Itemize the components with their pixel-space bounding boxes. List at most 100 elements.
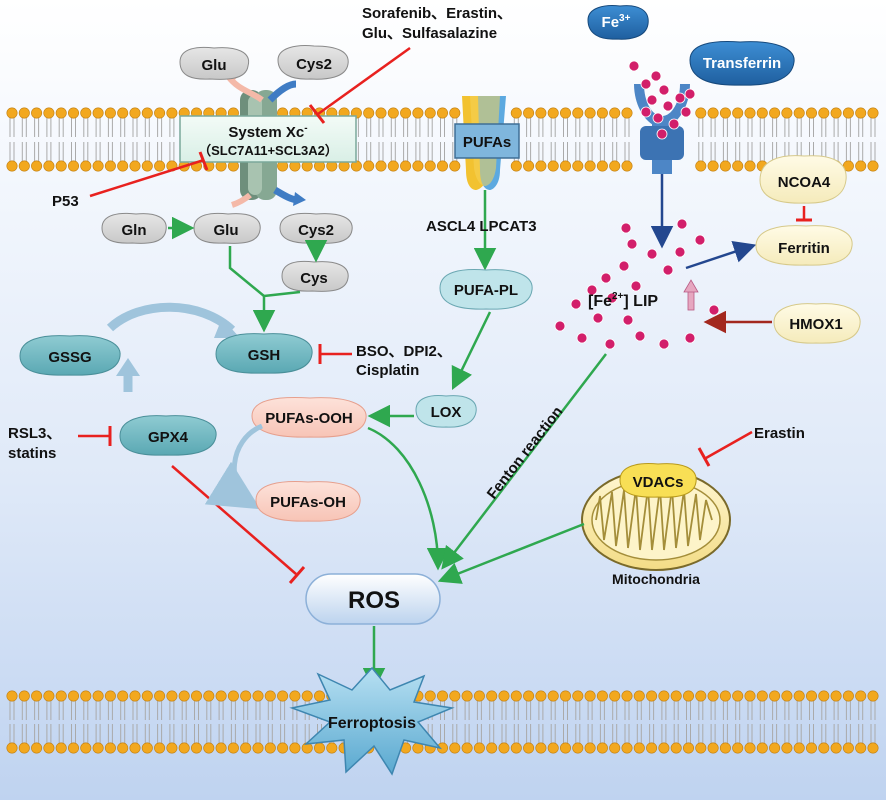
ferroptosis-label: Ferroptosis bbox=[328, 715, 416, 732]
lipid-head bbox=[412, 160, 424, 172]
lipid-head bbox=[523, 742, 535, 754]
pufas-box bbox=[454, 123, 520, 159]
lipid-head bbox=[227, 742, 239, 754]
lipid-head bbox=[449, 742, 461, 754]
lipid-head bbox=[264, 742, 276, 754]
lipid-head bbox=[707, 107, 719, 119]
lipid-head bbox=[18, 690, 30, 702]
lipid-head bbox=[277, 742, 289, 754]
lipid-head bbox=[80, 742, 92, 754]
lipid-head bbox=[252, 742, 264, 754]
ncoa4-node bbox=[759, 155, 847, 204]
lipid-head bbox=[793, 742, 805, 754]
lipid-head bbox=[104, 107, 116, 119]
lipid-head bbox=[855, 690, 867, 702]
iron-particle bbox=[600, 272, 612, 284]
lipid-head bbox=[719, 690, 731, 702]
lipid-head bbox=[732, 160, 744, 172]
lipid-head bbox=[363, 107, 375, 119]
system-xc-box bbox=[179, 115, 357, 163]
lipid-head bbox=[842, 107, 854, 119]
lipid-head bbox=[621, 160, 633, 172]
lipid-head bbox=[80, 160, 92, 172]
fenton-label: Fenton reaction bbox=[484, 403, 567, 502]
lipid-head bbox=[584, 742, 596, 754]
lipid-head bbox=[55, 160, 67, 172]
cys2-in-label: Cys2 bbox=[298, 222, 334, 239]
lipid-head bbox=[769, 107, 781, 119]
lipid-head bbox=[646, 690, 658, 702]
lipid-head bbox=[92, 742, 104, 754]
cys-node bbox=[281, 260, 349, 292]
iron-particle bbox=[656, 128, 668, 140]
gpx4-ros-inhibition-bar bbox=[288, 566, 306, 584]
lipid-head bbox=[6, 690, 18, 702]
lipid-head bbox=[117, 107, 129, 119]
iron-particle bbox=[652, 112, 664, 124]
lipid-head bbox=[129, 742, 141, 754]
lipid-head bbox=[547, 160, 559, 172]
lipid-head bbox=[781, 107, 793, 119]
p53-inhibition-line bbox=[89, 158, 205, 198]
lipid-head bbox=[695, 690, 707, 702]
lipid-head bbox=[609, 107, 621, 119]
lip-increase-arrow bbox=[683, 279, 699, 311]
lipid-head bbox=[43, 742, 55, 754]
iron-particle bbox=[592, 312, 604, 324]
lipid-head bbox=[719, 742, 731, 754]
fe3-label: Fe3+ bbox=[602, 13, 631, 31]
lipid-head bbox=[68, 107, 80, 119]
lipid-head bbox=[141, 690, 153, 702]
lipid-head bbox=[535, 742, 547, 754]
ferritin-label: Ferritin bbox=[778, 240, 830, 257]
lipid-head bbox=[449, 690, 461, 702]
lipid-head bbox=[461, 742, 473, 754]
lipid-head bbox=[43, 160, 55, 172]
lipid-head bbox=[805, 742, 817, 754]
lipid-head bbox=[215, 690, 227, 702]
lipid-head bbox=[510, 742, 522, 754]
iron-particle bbox=[668, 118, 680, 130]
lipid-head bbox=[436, 690, 448, 702]
lipid-head bbox=[572, 742, 584, 754]
lipid-head bbox=[92, 690, 104, 702]
lipid-head bbox=[154, 742, 166, 754]
lipid-head bbox=[818, 107, 830, 119]
lipid-head bbox=[473, 690, 485, 702]
cys2-in-arrowhead bbox=[293, 192, 306, 206]
lipid-head bbox=[375, 160, 387, 172]
iron-particle bbox=[586, 284, 598, 296]
lipid-head bbox=[609, 742, 621, 754]
lipid-head bbox=[682, 742, 694, 754]
lipid-head bbox=[55, 742, 67, 754]
lipid-head bbox=[141, 107, 153, 119]
lipid-head bbox=[830, 742, 842, 754]
iron-cluster bbox=[628, 60, 696, 140]
pufas-oh-label: PUFAs-OH bbox=[270, 494, 346, 511]
iron-particle bbox=[694, 234, 706, 246]
lipid-head bbox=[830, 107, 842, 119]
lipid-head bbox=[387, 160, 399, 172]
cys2-in-node bbox=[279, 212, 353, 244]
hmox1-label: HMOX1 bbox=[789, 316, 842, 333]
pufas-channel-label: PUFAs bbox=[463, 134, 511, 151]
lipid-head bbox=[793, 107, 805, 119]
lipid-head bbox=[498, 742, 510, 754]
lipid-head bbox=[596, 742, 608, 754]
erastin-inhibition-bar bbox=[697, 447, 711, 467]
lipid-head bbox=[129, 690, 141, 702]
xc-inhibitors-line2: Glu、Sulfasalazine bbox=[362, 25, 497, 42]
pufasooh-to-pufasoh-arrow bbox=[204, 423, 264, 510]
iron-particle bbox=[628, 60, 640, 72]
lipid-head bbox=[633, 690, 645, 702]
lipid-head bbox=[400, 107, 412, 119]
labile-iron-particles bbox=[554, 218, 720, 350]
glu-in-arrow bbox=[231, 192, 252, 208]
vdacs-node bbox=[619, 463, 697, 498]
lox-node bbox=[415, 395, 477, 428]
lipid-head bbox=[6, 160, 18, 172]
lipid-head bbox=[559, 742, 571, 754]
lipid-head bbox=[203, 742, 215, 754]
iron-particle bbox=[674, 92, 686, 104]
lipid-head bbox=[301, 690, 313, 702]
